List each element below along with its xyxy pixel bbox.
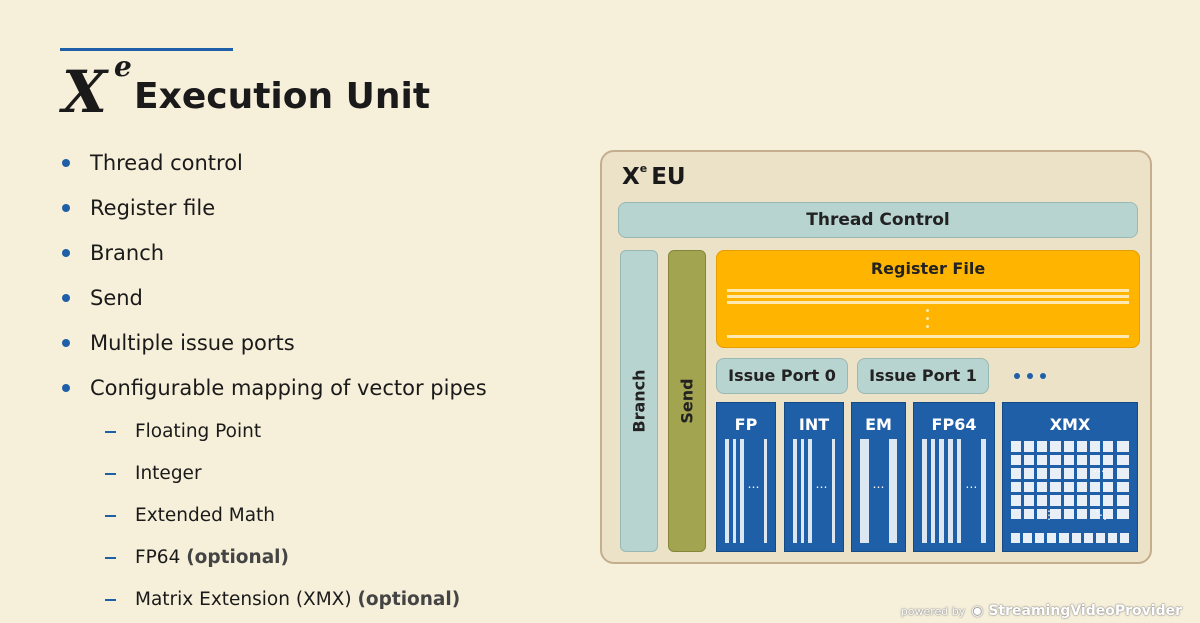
bullet-text: Send — [90, 286, 143, 310]
xe-logo-x: X — [62, 58, 107, 126]
slide-title: X e Execution Unit — [62, 52, 431, 126]
bullet-dot — [62, 294, 70, 302]
title-rule — [60, 48, 233, 51]
pipe-xmx: XMX … ⋮ ⋱ — [1002, 402, 1138, 552]
eu-title-e: e — [639, 162, 648, 175]
bullet-list: Thread control Register file Branch Send… — [60, 145, 487, 415]
register-line — [727, 335, 1129, 338]
sub-bullet-item: Extended Math — [105, 496, 460, 538]
dash-marker — [105, 557, 116, 559]
sub-bullet-item: Floating Point — [105, 412, 460, 454]
pipe-fp: FP … — [716, 402, 776, 552]
eu-title-rest: EU — [651, 164, 686, 190]
bullet-item: Send — [60, 280, 487, 325]
xe-logo-e: e — [114, 50, 132, 83]
pipe-lanes: … — [922, 439, 987, 543]
bullet-dot — [62, 159, 70, 167]
eu-title-x: X — [622, 164, 640, 190]
xmx-column — [1117, 441, 1129, 519]
pipe-label: INT — [798, 415, 830, 434]
pipe-fp64: FP64 … — [913, 402, 995, 552]
sub-bullet-text: Extended Math — [135, 505, 276, 526]
bullet-dot — [62, 339, 70, 347]
watermark: powered by ◉ StreamingVideoProvider — [901, 603, 1182, 619]
bullet-text: Configurable mapping of vector pipes — [90, 376, 487, 400]
diagonal-ellipsis-icon: ⋱ — [1095, 508, 1107, 522]
bullet-text: Thread control — [90, 151, 243, 175]
play-icon: ◉ — [971, 603, 989, 619]
bullet-dot — [62, 204, 70, 212]
ellipsis-icon: … — [1093, 461, 1105, 475]
sub-bullet-text: Matrix Extension (XMX) — [135, 589, 358, 610]
xmx-grid — [1011, 441, 1113, 519]
pipe-lanes: … — [793, 439, 835, 543]
sub-bullet-text: Integer — [135, 463, 202, 484]
sub-bullet-item: Matrix Extension (XMX) (optional) — [105, 580, 460, 622]
sub-bullet-text: FP64 — [135, 547, 187, 568]
thread-control-block: Thread Control — [618, 202, 1138, 238]
dash-marker — [105, 473, 116, 475]
title-text: Execution Unit — [134, 76, 431, 117]
pipe-lanes: … — [725, 439, 767, 543]
bullet-text: Register file — [90, 196, 216, 220]
pipe-int: INT … — [784, 402, 844, 552]
dash-marker — [105, 431, 116, 433]
bullet-text: Branch — [90, 241, 165, 265]
register-line — [727, 301, 1129, 304]
vertical-ellipsis-icon: ⋮ — [1043, 508, 1055, 522]
sub-bullet-list: Floating Point Integer Extended Math FP6… — [105, 412, 460, 622]
send-block: Send — [668, 250, 706, 552]
dash-marker — [105, 515, 116, 517]
bullet-text: Multiple issue ports — [90, 331, 295, 355]
bullet-item: Multiple issue ports — [60, 325, 487, 370]
watermark-brand: StreamingVideoProvider — [988, 603, 1182, 619]
bullet-dot — [62, 384, 70, 392]
sub-bullet-item: FP64 (optional) — [105, 538, 460, 580]
optional-tag: (optional) — [186, 547, 289, 568]
send-label: Send — [677, 378, 697, 424]
watermark-sub: powered by — [900, 605, 966, 618]
dash-marker — [105, 599, 116, 601]
register-line — [727, 289, 1129, 292]
pipe-em: EM … — [851, 402, 906, 552]
pipe-label: EM — [865, 415, 892, 434]
branch-block: Branch — [620, 250, 658, 552]
horizontal-ellipsis-icon — [1014, 364, 1054, 384]
issue-port-0: Issue Port 0 — [716, 358, 848, 394]
vertical-ellipsis-icon — [926, 309, 930, 333]
pipe-label: FP64 — [931, 415, 977, 434]
pipe-label: FP — [734, 415, 758, 434]
issue-port-1: Issue Port 1 — [857, 358, 989, 394]
bullet-dot — [62, 249, 70, 257]
pipe-lanes: … — [860, 439, 897, 543]
register-file-label: Register File — [870, 259, 986, 278]
bullet-item: Register file — [60, 190, 487, 235]
register-file-block: Register File — [716, 250, 1140, 348]
bullet-item: Configurable mapping of vector pipes — [60, 370, 487, 415]
bullet-item: Branch — [60, 235, 487, 280]
bullet-item: Thread control — [60, 145, 487, 190]
pipe-label: XMX — [1049, 415, 1091, 434]
sub-bullet-item: Integer — [105, 454, 460, 496]
branch-label: Branch — [629, 369, 649, 433]
register-line — [727, 295, 1129, 298]
xmx-row — [1011, 533, 1129, 543]
sub-bullet-text: Floating Point — [135, 421, 262, 442]
xe-logo: X e — [62, 52, 132, 126]
optional-tag: (optional) — [357, 589, 461, 610]
